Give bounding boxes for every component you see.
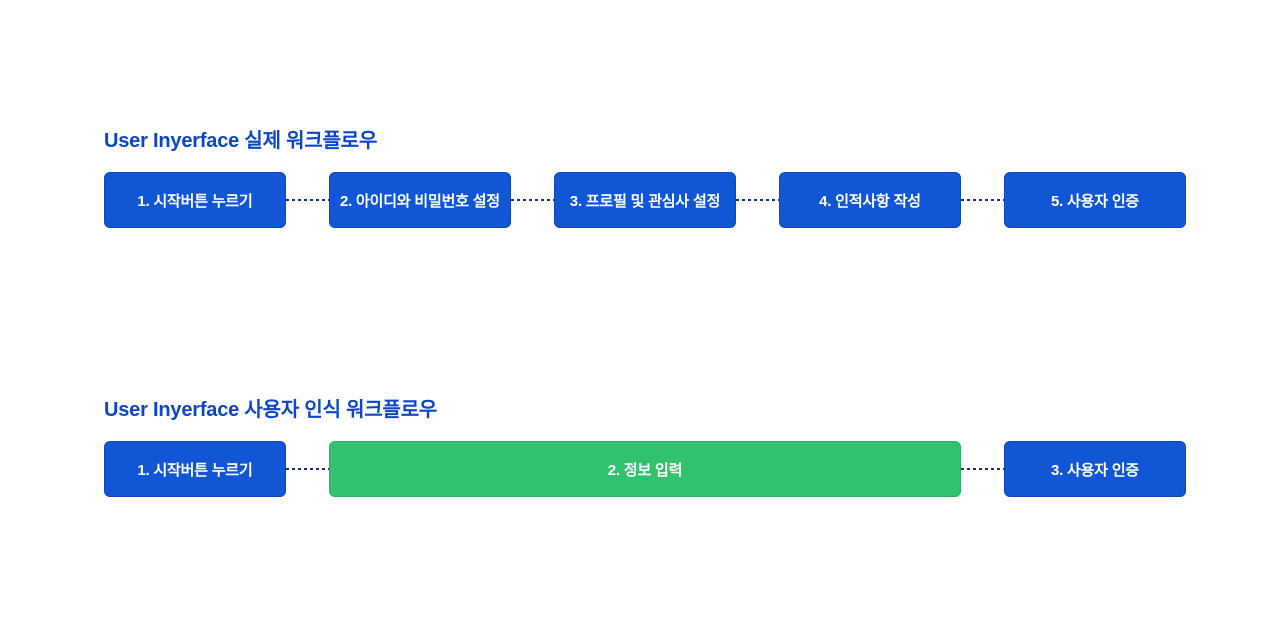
perceived-workflow-title: User Inyerface 사용자 인식 워크플로우 — [104, 399, 438, 421]
workflow-step-press-start: 1. 시작버튼 누르기 — [104, 441, 286, 497]
workflow-step-press-start: 1. 시작버튼 누르기 — [104, 172, 286, 228]
perceived-workflow-row: 1. 시작버튼 누르기 2. 정보 입력 3. 사용자 인증 — [104, 441, 1186, 497]
workflow-step-profile-interests: 3. 프로필 및 관심사 설정 — [554, 172, 736, 228]
actual-workflow-title: User Inyerface 실제 워크플로우 — [104, 130, 378, 152]
actual-workflow-section: User Inyerface 실제 워크플로우 1. 시작버튼 누르기 2. 아… — [104, 124, 1186, 228]
workflow-step-user-verification: 5. 사용자 인증 — [1004, 172, 1186, 228]
dotted-connector — [961, 468, 1004, 470]
dotted-connector — [286, 199, 329, 201]
dotted-connector — [736, 199, 779, 201]
dotted-connector — [961, 199, 1004, 201]
workflow-step-enter-info: 2. 정보 입력 — [329, 441, 961, 497]
dotted-connector — [286, 468, 329, 470]
perceived-workflow-section: User Inyerface 사용자 인식 워크플로우 1. 시작버튼 누르기 … — [104, 393, 1186, 497]
workflow-step-user-verification: 3. 사용자 인증 — [1004, 441, 1186, 497]
workflow-step-id-password: 2. 아이디와 비밀번호 설정 — [329, 172, 511, 228]
dotted-connector — [511, 199, 554, 201]
workflow-step-personal-info: 4. 인적사항 작성 — [779, 172, 961, 228]
actual-workflow-row: 1. 시작버튼 누르기 2. 아이디와 비밀번호 설정 3. 프로필 및 관심사… — [104, 172, 1186, 228]
